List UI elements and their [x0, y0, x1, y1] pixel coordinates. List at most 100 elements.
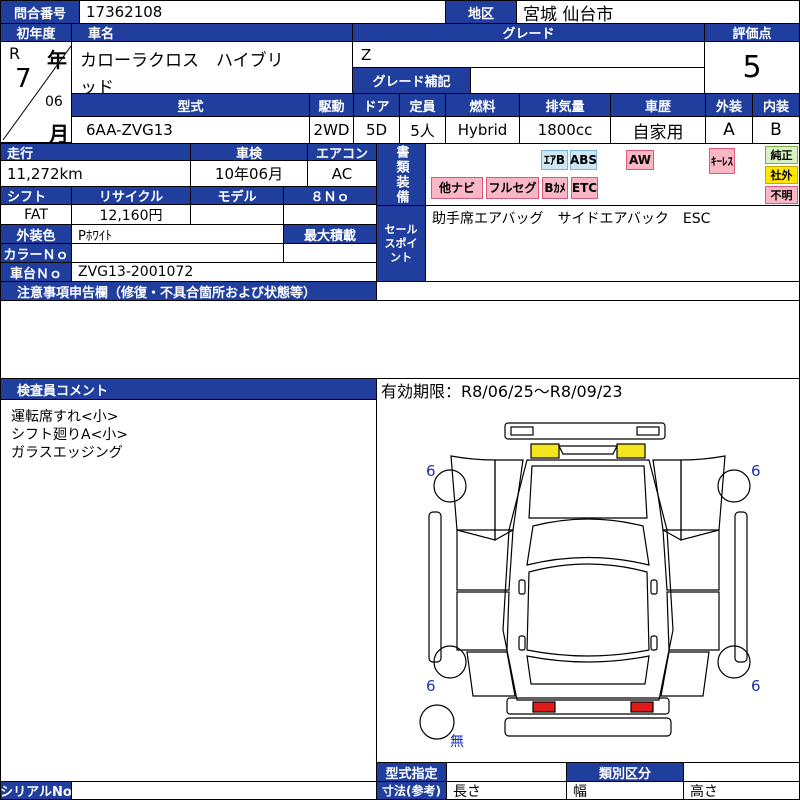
tire-front-right: [717, 469, 751, 503]
first-reg-box: R 年 7 06 月: [0, 41, 72, 143]
left-side-sill: [428, 511, 442, 663]
score-value: 5: [704, 41, 800, 94]
front-bumper-slot: [636, 426, 660, 436]
class-label: 類別区分: [566, 762, 684, 782]
car-name-box: カローラクロス ハイブリ ッド: [71, 41, 353, 94]
region-label: 地区: [445, 0, 517, 24]
max-load-value: [283, 243, 377, 263]
inspection-label: 車検: [190, 143, 308, 161]
comment-line: 運転席すれ<小>: [11, 409, 119, 425]
spec-header-exterior: 外装: [705, 93, 753, 117]
diagram-panel: [376, 378, 800, 782]
spec-history-value: 自家用: [610, 116, 706, 144]
region-value: 宮城 仙台市: [516, 0, 800, 24]
front-grille: [558, 445, 618, 455]
inspection-value: 10年06月: [190, 160, 308, 187]
spec-header-displacement: 排気量: [519, 93, 611, 117]
equipment-badge: ｴｱB: [541, 150, 568, 170]
windshield: [526, 518, 650, 566]
first-reg-year-unit: 年: [47, 48, 67, 72]
spec-capacity-value: 5人: [399, 116, 446, 144]
right-rear-quarter: [660, 651, 710, 697]
spare-tire: [419, 704, 455, 740]
mileage-value: 11,272km: [0, 160, 191, 187]
model-designation-value: [446, 762, 567, 782]
spec-displacement-value: 1800cc: [519, 116, 611, 144]
spec-header-history: 車歴: [610, 93, 706, 117]
num-value: [283, 204, 377, 225]
spare-tire-status: 無: [450, 734, 464, 750]
grade-label: グレード: [352, 23, 705, 42]
notes-value: [0, 300, 800, 379]
notes-header-blank: [376, 281, 800, 301]
car-name-label: 車名: [71, 23, 353, 42]
notes-label: 注意事項申告欄（修復・不具合箇所および状態等）: [0, 281, 377, 301]
rear-bumper: [504, 717, 672, 737]
spec-exterior-value: A: [705, 116, 753, 144]
left-front-quarter: [450, 455, 496, 541]
right-side-sill: [734, 511, 748, 663]
spec-header-capacity: 定員: [399, 93, 446, 117]
car-diagram: [419, 422, 751, 740]
right-rear-door: [666, 591, 720, 651]
spec-model-value: 6AA-ZVG13: [71, 116, 310, 144]
front-bumper-slot: [510, 426, 534, 436]
equipment-badge: 他ナビ: [431, 177, 483, 199]
first-reg-era: R: [9, 44, 21, 63]
tire-tread-front-left: 6: [426, 462, 436, 480]
inquiry-number-value: 17362108: [79, 0, 446, 24]
tire-tread-front-right: 6: [751, 462, 761, 480]
spec-door-value: 5D: [353, 116, 400, 144]
serial-no-label: シリアルNo: [0, 781, 72, 800]
equipment-badge: Bｶﾒ: [542, 177, 568, 199]
first-reg-year: 7: [15, 64, 32, 94]
first-reg-label: 初年度: [0, 23, 72, 42]
left-handle: [518, 635, 526, 651]
model-value: [190, 204, 284, 225]
sales-point-value: 助手席エアバッグ サイドエアバック ESC: [425, 205, 800, 282]
serial-no-value: [71, 781, 377, 800]
grade-supplement-value: [470, 67, 705, 94]
equipment-badge: ETC: [571, 177, 598, 199]
tire-rear-left: [433, 645, 467, 679]
equipment-label: 書類装備: [376, 143, 426, 206]
model-label: モデル: [190, 186, 284, 205]
comment-line: シフト廻りA<小>: [11, 427, 129, 443]
recycle-value: 12,160円: [71, 204, 191, 225]
model-designation-label: 型式指定: [376, 762, 447, 782]
color-no-label: カラーＮｏ: [0, 243, 72, 263]
left-handle: [518, 579, 526, 595]
equipment-side-badge: 社外: [765, 166, 798, 184]
front-headlight: [530, 443, 560, 459]
spec-fuel-value: Hybrid: [445, 116, 520, 144]
tire-tread-rear-left: 6: [426, 677, 436, 695]
car-name-line2: ッド: [80, 78, 114, 94]
front-bumper: [504, 422, 666, 440]
right-handle: [650, 635, 658, 651]
max-load-label: 最大積載: [283, 224, 377, 244]
first-reg-divider: [2, 45, 71, 141]
tire-rear-right: [717, 645, 751, 679]
equipment-side-badge: 純正: [765, 146, 798, 164]
roof: [526, 563, 650, 657]
right-front-quarter: [680, 455, 726, 541]
first-reg-month: 06: [45, 94, 63, 110]
shift-label: シフト: [0, 186, 72, 205]
equipment-box: ｴｱB ABS AW ｷｰﾚｽ 他ナビ フルセグ Bｶﾒ ETC 純正 社外 不…: [425, 143, 800, 206]
recycle-label: リサイクル: [71, 186, 191, 205]
mileage-label: 走行: [0, 143, 191, 161]
inspector-comment-box: 運転席すれ<小> シフト廻りA<小> ガラスエッジング: [0, 399, 377, 782]
inquiry-number-label: 問合番号: [0, 0, 80, 24]
tire-tread-rear-right: 6: [751, 677, 761, 695]
chassis-no-label: 車台Ｎｏ: [0, 262, 72, 282]
equipment-label-text: 書類装備: [393, 144, 409, 205]
inspector-comment-label: 検査員コメント: [0, 378, 377, 400]
car-name-line1: カローラクロス ハイブリ: [80, 51, 284, 71]
spec-header-door: ドア: [353, 93, 400, 117]
length-label: 長さ: [446, 781, 567, 800]
spec-header-drive: 駆動: [309, 93, 354, 117]
class-value: [683, 762, 800, 782]
right-front-door: [662, 529, 720, 591]
equipment-badge: ｷｰﾚｽ: [709, 148, 735, 174]
